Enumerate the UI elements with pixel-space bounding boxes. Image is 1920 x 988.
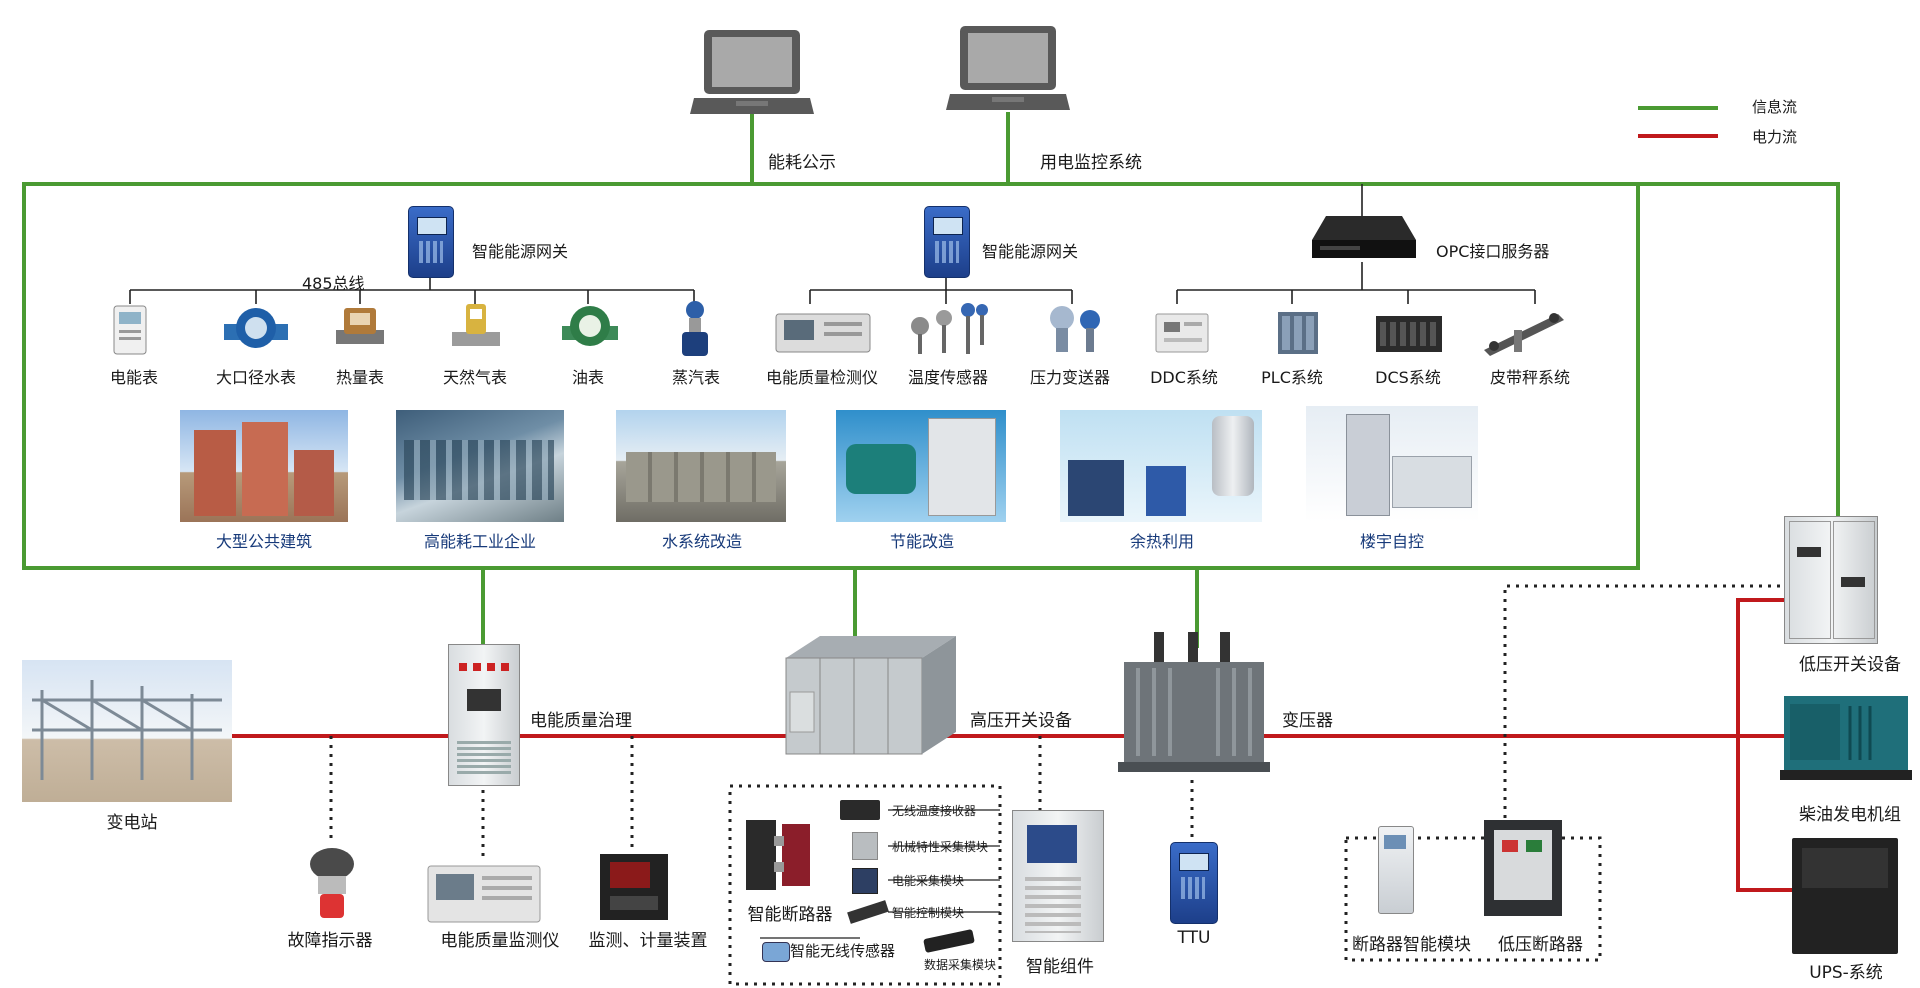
- gas-meter-icon: [452, 304, 500, 346]
- bus-lines: [129, 184, 1536, 304]
- ups-label: UPS-系统: [1809, 963, 1883, 983]
- meter-label-heat: 热量表: [335, 368, 385, 387]
- hv-switch-label: 高压开关设备: [970, 711, 1072, 731]
- legend-info-label: 信息流: [1752, 98, 1798, 116]
- lv-breaker-label: 低压断路器: [1498, 935, 1583, 955]
- industrial-enterprise-photo: [396, 410, 564, 522]
- steam-meter-icon: [682, 301, 708, 356]
- wireless-sensor-icon: [762, 942, 790, 962]
- breaker-module-label: 断路器智能模块: [1352, 935, 1471, 955]
- diesel-label: 柴油发电机组: [1799, 805, 1901, 825]
- lv-breaker-icon: [1484, 820, 1562, 916]
- wireless-temp-receiver-icon: [840, 800, 880, 820]
- info-flow-lines: [22, 112, 1840, 648]
- opc-server-label: OPC接口服务器: [1436, 242, 1550, 261]
- module-leader-lines: [760, 809, 1000, 939]
- metering-label: 监测、计量装置: [588, 931, 708, 951]
- ups-system-cabinet: [1792, 838, 1898, 954]
- fault-indicator-label: 故障指示器: [287, 931, 373, 951]
- power-monitoring-system-label: 用电监控系统: [1040, 153, 1142, 173]
- substation-frame-icon: [32, 680, 222, 780]
- gateway-left-label: 智能能源网关: [472, 242, 569, 261]
- heat-meter-icon: [336, 308, 384, 344]
- sensor-label-pressure: 压力变送器: [1029, 368, 1111, 387]
- gateway-mid-label: 智能能源网关: [982, 242, 1079, 261]
- pressure-transmitter-icon: [1050, 306, 1100, 352]
- sensor-label-pq: 电能质量检测仪: [765, 368, 879, 387]
- data-module-label: 数据采集模块: [924, 958, 997, 972]
- scenario-label-industrial: 高能耗工业企业: [423, 532, 537, 551]
- transformer-icon: [1118, 632, 1270, 772]
- system-label-belt: 皮带秤系统: [1489, 368, 1571, 387]
- temperature-sensor-icon: [911, 303, 988, 354]
- scenario-label-heat: 余热利用: [1129, 532, 1195, 551]
- wireless-sensor-label: 智能无线传感器: [790, 942, 896, 960]
- mech-module-icon: [852, 832, 878, 860]
- diesel-generator-icon: [1780, 696, 1912, 780]
- power-quality-analyzer-icon: [775, 313, 871, 353]
- scenario-label-bas: 楼宇自控: [1359, 532, 1425, 551]
- public-building-photo: [180, 410, 348, 522]
- meter-label-electric: 电能表: [109, 368, 159, 387]
- scenario-label-energy: 节能改造: [889, 532, 955, 551]
- system-label-ddc: DDC系统: [1150, 368, 1218, 387]
- control-module-label: 智能控制模块: [892, 906, 965, 920]
- pq-governance-cabinet: [448, 644, 520, 786]
- breaker-module-icon: [1378, 826, 1414, 914]
- water-meter-icon: [224, 308, 288, 348]
- smart-component-cabinet: [1012, 810, 1104, 942]
- smart-component-label: 智能组件: [1026, 957, 1094, 977]
- opc-server-icon: [1312, 216, 1416, 258]
- plc-icon: [1278, 312, 1318, 354]
- substation-photo: [22, 660, 232, 802]
- lv-switchgear-cabinet: [1784, 516, 1878, 644]
- energy-module-label: 电能采集模块: [892, 874, 965, 888]
- dotted-lines: [329, 584, 1780, 986]
- energy-gateway-mid: [924, 206, 970, 278]
- meter-label-water: 大口径水表: [215, 368, 297, 387]
- lv-switch-label: 低压开关设备: [1799, 655, 1901, 675]
- wireless-temp-label: 无线温度接收器: [892, 804, 977, 818]
- smart-breaker-icon: [746, 820, 810, 890]
- belt-scale-icon: [1484, 313, 1564, 356]
- legend-power-label: 电力流: [1752, 128, 1798, 146]
- oil-meter-icon: [562, 306, 618, 346]
- electric-meter-icon: [113, 305, 147, 355]
- meter-label-gas: 天然气表: [442, 368, 508, 387]
- smart-breaker-label: 智能断路器: [747, 905, 833, 925]
- laptop-icon: [690, 30, 814, 114]
- legend-info-swatch: [1638, 106, 1718, 110]
- ddc-controller-icon: [1155, 313, 1209, 353]
- meter-label-oil: 油表: [571, 368, 605, 387]
- laptop-icon: [946, 26, 1070, 110]
- fault-indicator-icon: [310, 848, 354, 918]
- ttu-label: TTU: [1177, 928, 1211, 948]
- system-label-dcs: DCS系统: [1375, 368, 1441, 387]
- bus-485-label: 485总线: [302, 274, 365, 293]
- energy-publicity-label: 能耗公示: [768, 153, 836, 173]
- info-network-frame: [22, 182, 1640, 570]
- pq-governance-label: 电能质量治理: [530, 711, 632, 731]
- meter-label-steam: 蒸汽表: [671, 368, 721, 387]
- pq-monitor-icon: [427, 865, 541, 923]
- energy-module-icon: [852, 868, 878, 894]
- ttu-device: [1170, 842, 1218, 924]
- sensor-label-temp: 温度传感器: [907, 368, 989, 387]
- building-automation-photo: [1306, 406, 1478, 522]
- mech-module-label: 机械特性采集模块: [892, 840, 989, 854]
- legend-power-swatch: [1638, 134, 1718, 138]
- energy-gateway-left: [408, 206, 454, 278]
- pq-monitor-label: 电能质量监测仪: [440, 931, 560, 951]
- waste-heat-photo: [1060, 410, 1262, 522]
- scenario-label-water: 水系统改造: [661, 532, 743, 551]
- transformer-label: 变压器: [1282, 711, 1333, 731]
- dcs-icon: [1376, 316, 1442, 352]
- system-label-plc: PLC系统: [1261, 368, 1323, 387]
- substation-label: 变电站: [106, 813, 158, 833]
- energy-saving-photo: [836, 410, 1006, 522]
- hv-switchgear-icon: [785, 636, 956, 755]
- scenario-label-building: 大型公共建筑: [215, 532, 313, 551]
- metering-device-icon: [600, 854, 668, 920]
- water-system-photo: [616, 410, 786, 522]
